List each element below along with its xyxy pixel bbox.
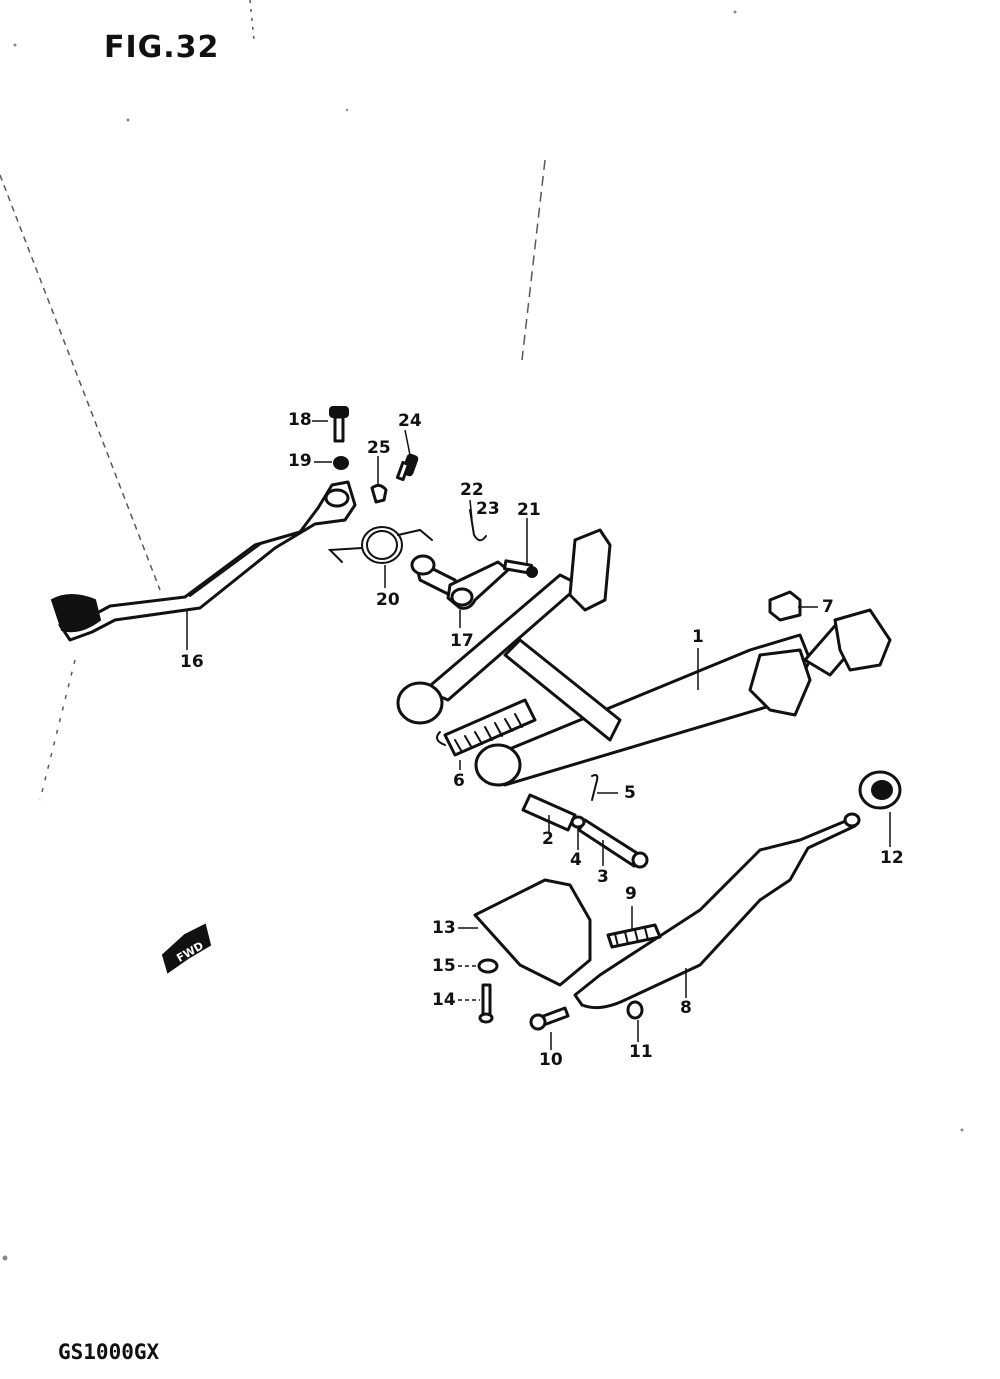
callout-22: 22 — [460, 480, 484, 500]
rubber-part-12 — [858, 770, 902, 810]
callout-14: 14 — [432, 990, 456, 1010]
clevis-pin-part-21 — [503, 559, 538, 578]
brake-pedal-part-16 — [50, 480, 357, 642]
clip-part-5 — [591, 774, 599, 801]
callout-11: 11 — [629, 1042, 653, 1062]
callout-3: 3 — [597, 867, 609, 887]
callout-4: 4 — [570, 850, 582, 870]
callout-23: 23 — [476, 499, 500, 519]
nut-part-11 — [626, 1000, 644, 1020]
callout-12: 12 — [880, 848, 904, 868]
callout-5: 5 — [624, 783, 636, 803]
callout-1: 1 — [692, 627, 704, 647]
bolt-part-18 — [329, 406, 349, 443]
stand-shaft-part-2 — [521, 793, 577, 832]
stand-spring-part-6 — [435, 698, 537, 757]
scan-artifacts — [0, 0, 964, 1261]
callout-6: 6 — [453, 771, 465, 791]
figure-title: FIG.32 — [104, 30, 220, 65]
callout-8: 8 — [680, 998, 692, 1018]
stopper-rubber-part-7 — [768, 590, 802, 622]
callout-9: 9 — [625, 884, 637, 904]
stand-bolt-part-3 — [577, 818, 649, 869]
bolt-part-14 — [478, 983, 494, 1024]
fwd-arrow: FWD — [161, 923, 212, 974]
callout-18: 18 — [288, 410, 312, 430]
callout-25: 25 — [367, 438, 391, 458]
callout-24: 24 — [398, 411, 422, 431]
callout-21: 21 — [517, 500, 541, 520]
callout-15: 15 — [432, 956, 456, 976]
nut-part-19 — [333, 456, 349, 470]
cotter-pin-part-22 — [469, 509, 487, 542]
bolt-part-24 — [395, 453, 419, 482]
callout-13: 13 — [432, 918, 456, 938]
callout-10: 10 — [539, 1050, 563, 1070]
callout-17: 17 — [450, 631, 474, 651]
pin-part-25 — [370, 483, 388, 504]
spring-part-9 — [606, 923, 662, 949]
leader-lines — [186, 420, 891, 1050]
return-spring-part-20 — [327, 526, 433, 564]
bolt-part-10 — [529, 1006, 570, 1031]
pivot-shaft-part-17 — [410, 554, 510, 610]
callout-16: 16 — [180, 652, 204, 672]
washer-part-15 — [477, 958, 499, 974]
washer-part-4 — [570, 815, 586, 829]
model-code: GS1000GX — [58, 1340, 160, 1364]
center-stand-part-1 — [396, 528, 892, 787]
bracket-part-13 — [473, 878, 592, 987]
callout-7: 7 — [822, 597, 834, 617]
side-stand-part-8 — [573, 812, 861, 1010]
callout-19: 19 — [288, 451, 312, 471]
callout-2: 2 — [542, 829, 554, 849]
callout-20: 20 — [376, 590, 400, 610]
